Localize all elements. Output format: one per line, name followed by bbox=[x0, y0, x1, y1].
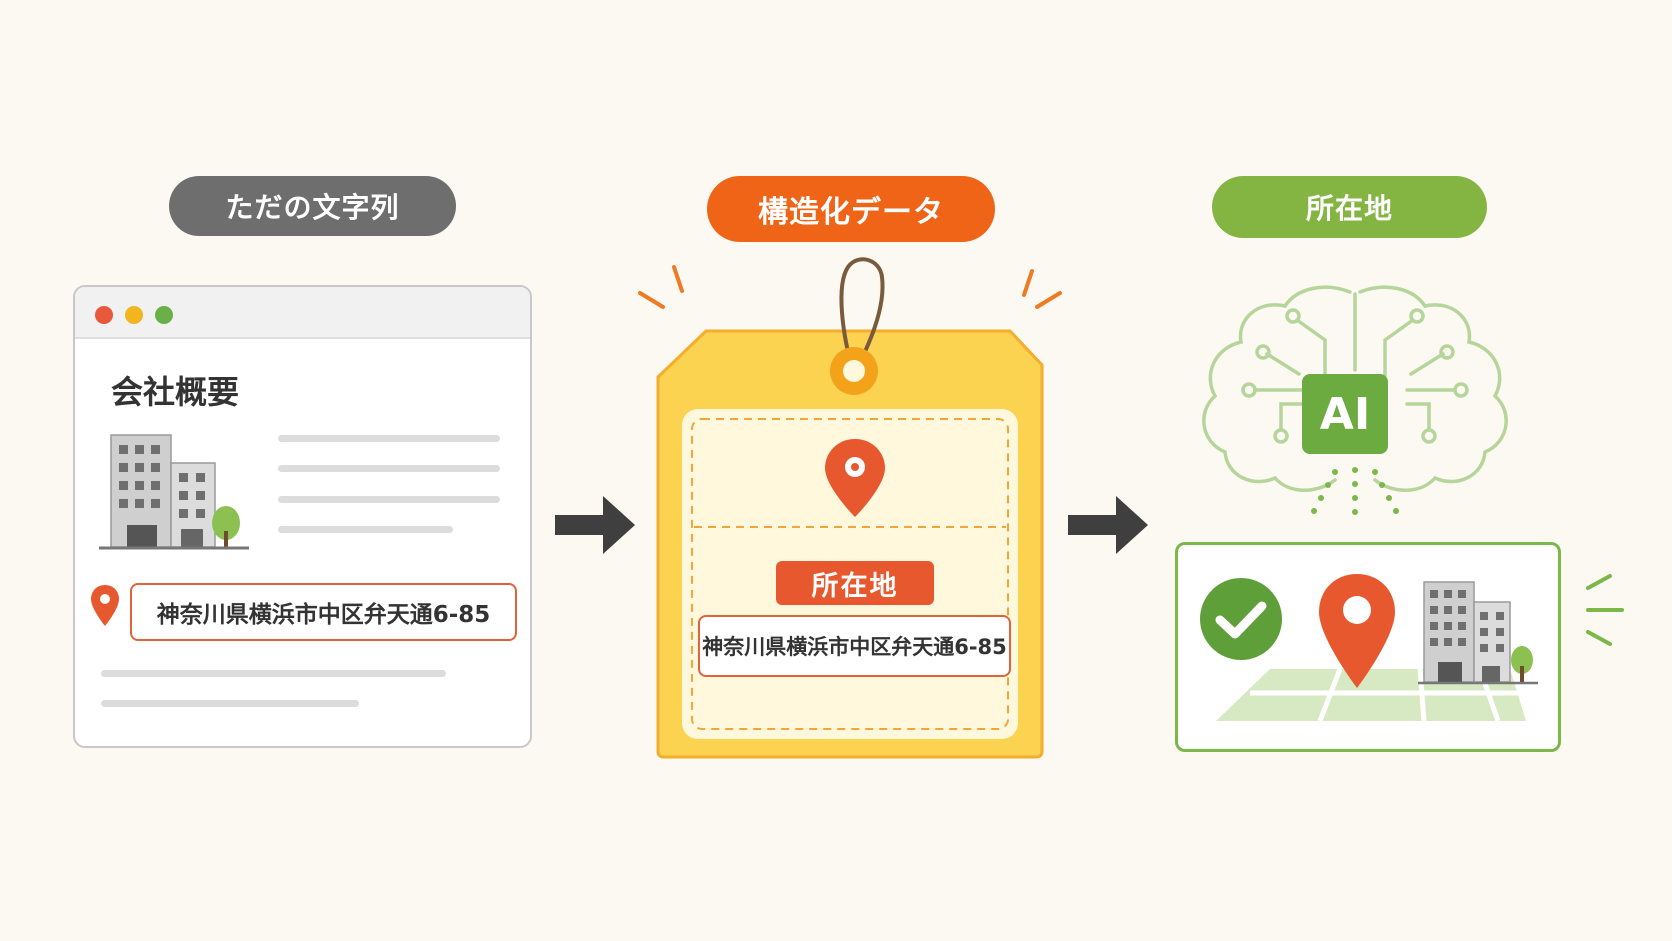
address-text: 神奈川県横浜市中区弁天通6-85 bbox=[130, 583, 517, 641]
text-line bbox=[278, 435, 500, 442]
field-label-location: 所在地 bbox=[776, 561, 934, 605]
stage-label-structured-data: 構造化データ bbox=[707, 176, 995, 242]
text-line bbox=[101, 670, 446, 677]
check-circle-icon bbox=[1200, 578, 1282, 660]
text-line bbox=[101, 700, 359, 707]
stage-label-plain-text: ただの文字列 bbox=[169, 176, 456, 236]
arrow-right-icon bbox=[555, 496, 635, 554]
window-dot-green bbox=[155, 306, 173, 324]
window-dot-yellow bbox=[125, 306, 143, 324]
location-pin-icon bbox=[91, 585, 119, 626]
window-dot-red bbox=[95, 306, 113, 324]
ai-badge: AI bbox=[1302, 374, 1388, 454]
text-line bbox=[278, 496, 500, 503]
browser-window: 会社概要 bbox=[73, 285, 532, 748]
building-icon bbox=[1418, 581, 1538, 685]
text-line bbox=[278, 465, 500, 472]
location-pin-icon bbox=[1319, 574, 1395, 688]
brain-circuit-icon bbox=[1202, 285, 1508, 515]
sparkle-icon bbox=[1586, 574, 1624, 646]
stage-label-location: 所在地 bbox=[1212, 176, 1487, 238]
address-value: 神奈川県横浜市中区弁天通6-85 bbox=[698, 615, 1011, 677]
arrow-right-icon bbox=[1068, 496, 1148, 554]
page-title: 会社概要 bbox=[111, 373, 240, 411]
data-tag-illustration bbox=[638, 257, 1062, 759]
text-line bbox=[278, 526, 453, 533]
building-icon bbox=[99, 434, 249, 550]
browser-title-bar bbox=[75, 287, 530, 339]
